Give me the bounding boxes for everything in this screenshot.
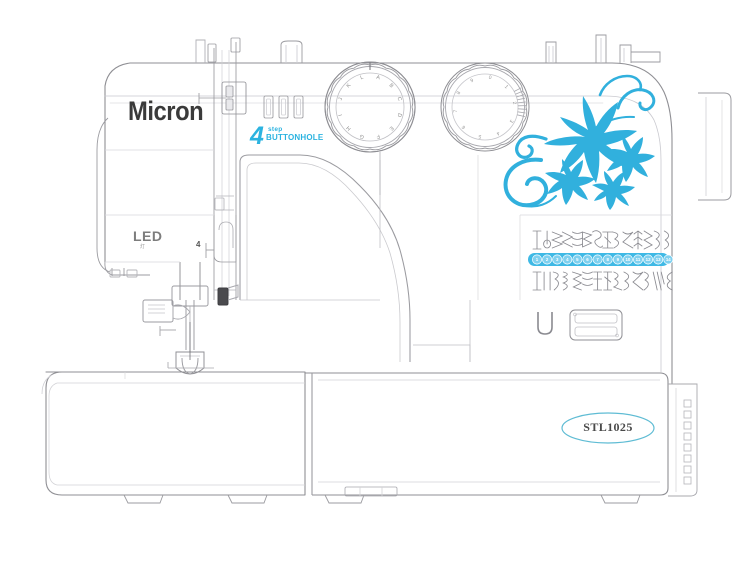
stitch-glyph (612, 271, 623, 291)
stitch-number-circle (602, 254, 613, 265)
stitch-glyph (602, 231, 614, 249)
stitch-glyph (571, 231, 583, 246)
stitch-glyph (582, 271, 593, 286)
stitch-pattern-dial[interactable] (324, 61, 416, 195)
machine-feet (123, 494, 641, 504)
model-badge (561, 412, 655, 444)
foot (600, 494, 641, 504)
stitch-number: 4 (566, 256, 569, 262)
dial-char: 5 (478, 132, 482, 139)
stitch-number-circle (643, 254, 654, 265)
control-panel-button[interactable] (569, 309, 623, 341)
stitch-glyph (666, 271, 673, 291)
stitch-glyph (543, 271, 551, 291)
stitch-number-circle (592, 254, 603, 265)
bobbin-winder (545, 41, 557, 63)
stitch-number: 12 (645, 256, 651, 262)
needle-plate (167, 362, 214, 369)
thread-cutter (217, 287, 229, 306)
stitch-glyph (603, 271, 613, 291)
stitch-pattern-chart (528, 230, 674, 291)
stitch-glyph (633, 230, 643, 250)
stitch-length-dial[interactable] (440, 62, 530, 152)
stitch-glyph (582, 231, 593, 248)
stitch-glyph (643, 271, 649, 291)
stitch-number: 9 (616, 256, 620, 262)
foot (227, 494, 268, 504)
stitch-number: 11 (635, 256, 641, 262)
machine-bed (305, 372, 669, 496)
stitch-glyph (663, 230, 669, 250)
stitch-number-circle (582, 254, 593, 265)
stitch-glyph (632, 271, 644, 291)
stitch-glyph (561, 231, 574, 248)
floral-decal (503, 74, 656, 210)
stitch-number-circle (542, 254, 553, 265)
stitch-glyph (643, 230, 653, 250)
stitch-number: 1 (535, 256, 539, 262)
stitch-number-circle (562, 254, 573, 265)
stitch-number-circle (653, 254, 664, 265)
bobbin-cover (344, 486, 398, 497)
stitch-number: 5 (576, 256, 579, 262)
machine-body-outline (104, 62, 673, 385)
face-plate (96, 117, 150, 278)
stitch-glyph (532, 230, 542, 250)
stitch-glyph (612, 231, 619, 249)
stitch-number-circle (633, 254, 643, 265)
stitch-number-circle (663, 254, 674, 265)
stitch-number-circle (622, 254, 633, 265)
stitch-number: 10 (625, 256, 631, 262)
stitch-number-circle (532, 254, 542, 265)
stitch-glyph (623, 271, 630, 291)
top-accessories (195, 34, 661, 63)
free-arm (239, 154, 471, 362)
stitch-glyph (652, 271, 665, 291)
tension-indicators (263, 95, 304, 119)
stitch-number: 6 (586, 256, 589, 262)
stitch-glyph (653, 230, 660, 250)
stitch-number-circle (572, 254, 583, 265)
led-lamp (142, 299, 174, 323)
stitch-glyph (551, 231, 564, 249)
rear-cover (668, 383, 698, 497)
panel-seams (105, 149, 672, 300)
stitch-glyph (543, 230, 552, 249)
spool-pin (280, 40, 303, 63)
needle-assembly (142, 262, 239, 375)
stitch-number-circle (552, 254, 563, 265)
reverse-stitch-lever[interactable] (537, 312, 553, 335)
stitch-glyph (552, 271, 559, 291)
stitch-glyph (622, 231, 634, 249)
dial-char: 2 (510, 101, 517, 105)
stitch-glyph (593, 271, 603, 291)
thread-guide (595, 34, 607, 63)
ventilation-slots (683, 399, 692, 485)
stitch-glyph (571, 271, 583, 291)
stitch-glyph (532, 271, 542, 291)
stitch-number: 14 (665, 256, 671, 262)
handwheel[interactable] (698, 92, 732, 201)
thread-path-column (198, 37, 247, 300)
stitch-number: 2 (545, 256, 549, 262)
stitch-number: 8 (606, 256, 609, 262)
foot (123, 494, 164, 504)
stitch-glyph (592, 230, 604, 248)
foot (324, 494, 365, 504)
stitch-number: 3 (555, 256, 559, 262)
extension-table (41, 371, 306, 496)
stitch-number: 13 (655, 256, 661, 262)
stitch-number: 7 (596, 256, 599, 262)
stitch-number-circle (612, 254, 623, 265)
stitch-glyph (562, 271, 568, 291)
